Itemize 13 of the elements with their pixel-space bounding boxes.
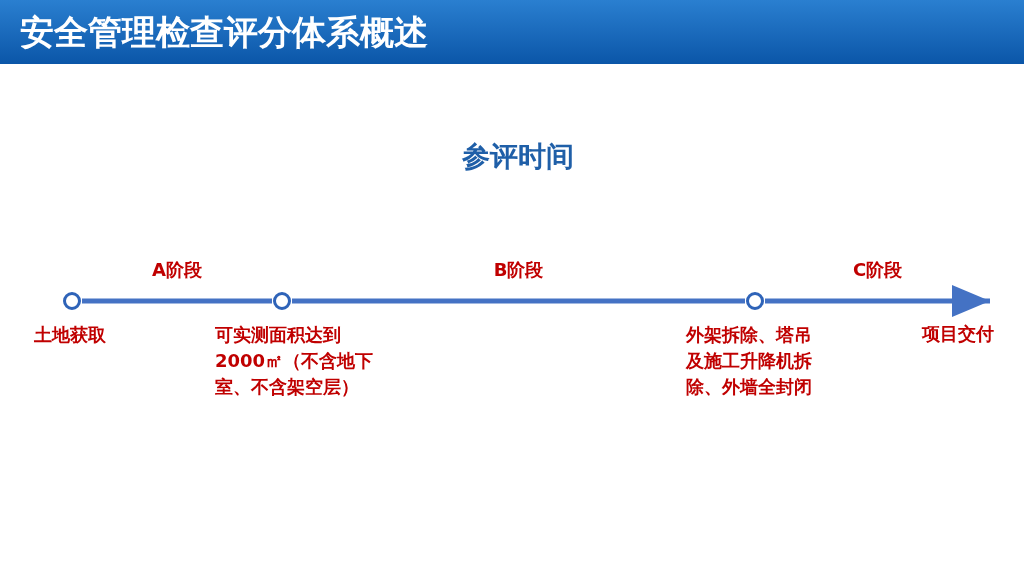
end-milestone-caption: 项目交付	[922, 322, 994, 346]
milestone-circle	[273, 292, 291, 310]
phase-label: C阶段	[852, 258, 903, 282]
page-title: 安全管理检查评分体系概述	[20, 11, 428, 54]
section-heading: 参评时间	[462, 139, 574, 175]
timeline-arrow	[765, 285, 990, 317]
phase-label: B阶段	[493, 258, 544, 282]
milestone-caption: 土地获取	[34, 323, 107, 347]
phase-label: A阶段	[152, 258, 202, 282]
milestone-caption: 外架拆除、塔吊及施工升降机拆除、外墙全封闭	[686, 323, 813, 399]
milestone-circle	[63, 292, 81, 310]
milestone-circle	[746, 292, 764, 310]
milestone-caption: 可实测面积达到2000㎡（不含地下室、不含架空层）	[215, 323, 375, 399]
